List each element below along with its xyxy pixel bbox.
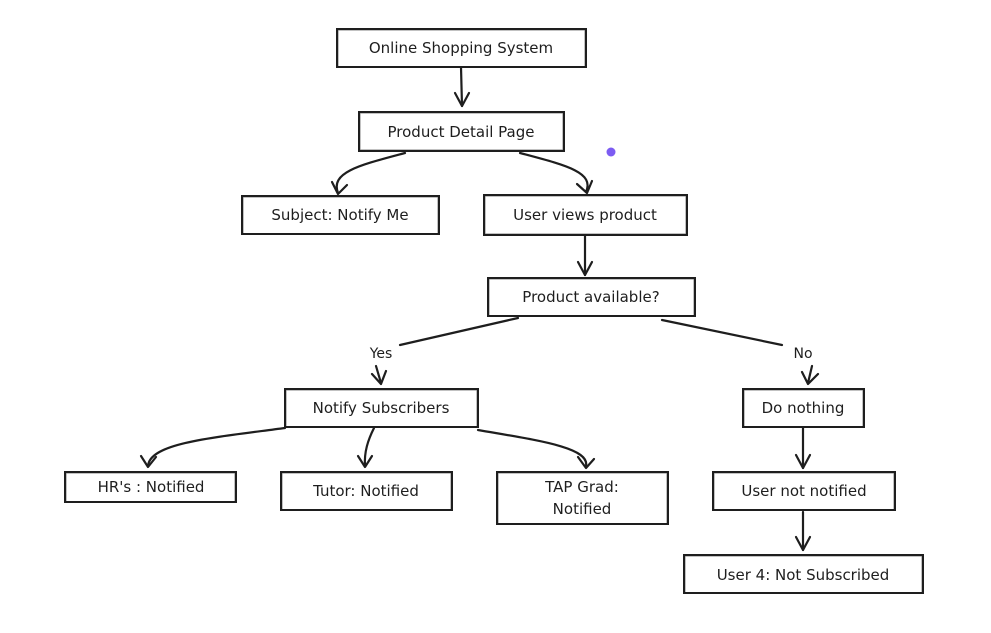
node-label-line1: TAP Grad: xyxy=(544,478,619,496)
node-user4: User 4: Not Subscribed xyxy=(683,554,924,594)
node-hr-notified: HR's : Notified xyxy=(64,471,237,503)
arrowhead xyxy=(800,370,820,386)
node-subject-notify: Subject: Notify Me xyxy=(241,195,440,235)
arrowhead xyxy=(139,454,158,469)
node-label: Subject: Notify Me xyxy=(271,206,408,224)
arrowhead xyxy=(453,91,471,108)
arrowhead xyxy=(576,455,596,470)
arrowhead xyxy=(576,260,594,277)
node-label: Do nothing xyxy=(762,399,845,417)
edge-notify-to-hr xyxy=(146,426,287,468)
edge-shopping-to-detail xyxy=(459,65,464,108)
edge-available-to-donothing xyxy=(660,318,784,347)
edge-available-to-notify xyxy=(398,316,520,347)
arrowhead xyxy=(356,454,374,469)
arrowhead xyxy=(330,180,349,196)
edges xyxy=(139,65,820,552)
node-label: Online Shopping System xyxy=(369,39,553,57)
node-label: Product available? xyxy=(522,288,659,306)
arrowhead xyxy=(370,369,388,386)
edge-detail-to-userviews xyxy=(518,151,589,194)
node-label-line2: Notified xyxy=(553,500,612,518)
node-notify-subscribers: Notify Subscribers xyxy=(284,388,479,428)
node-label: User views product xyxy=(513,206,657,224)
arrowhead xyxy=(794,535,812,552)
node-user-views: User views product xyxy=(483,194,688,236)
node-product-available: Product available? xyxy=(487,277,696,317)
edge-notify-to-tutor xyxy=(363,426,376,468)
node-label: Product Detail Page xyxy=(388,123,535,141)
cursor-dot-icon xyxy=(606,147,616,157)
edge-label-no: No xyxy=(793,346,812,362)
node-label: User 4: Not Subscribed xyxy=(717,566,890,584)
node-tutor-notified: Tutor: Notified xyxy=(280,471,453,511)
edge-available-to-notify-tail xyxy=(374,364,383,385)
edge-detail-to-subject xyxy=(335,151,407,195)
node-tap-grad: TAP Grad: Notified xyxy=(496,471,669,525)
node-product-detail: Product Detail Page xyxy=(358,111,565,152)
arrowhead xyxy=(575,179,594,195)
node-online-shopping: Online Shopping System xyxy=(336,28,587,68)
node-label: Tutor: Notified xyxy=(312,482,419,500)
edge-label-yes: Yes xyxy=(369,346,393,362)
node-do-nothing: Do nothing xyxy=(742,388,865,428)
arrowhead xyxy=(794,453,812,470)
node-label: HR's : Notified xyxy=(98,478,205,496)
node-label: User not notified xyxy=(741,482,866,500)
node-label: Notify Subscribers xyxy=(313,399,450,417)
edge-notify-to-tapgrad xyxy=(476,428,588,468)
node-user-not-notified: User not notified xyxy=(712,471,896,511)
edge-available-to-donothing-tail xyxy=(806,364,814,385)
